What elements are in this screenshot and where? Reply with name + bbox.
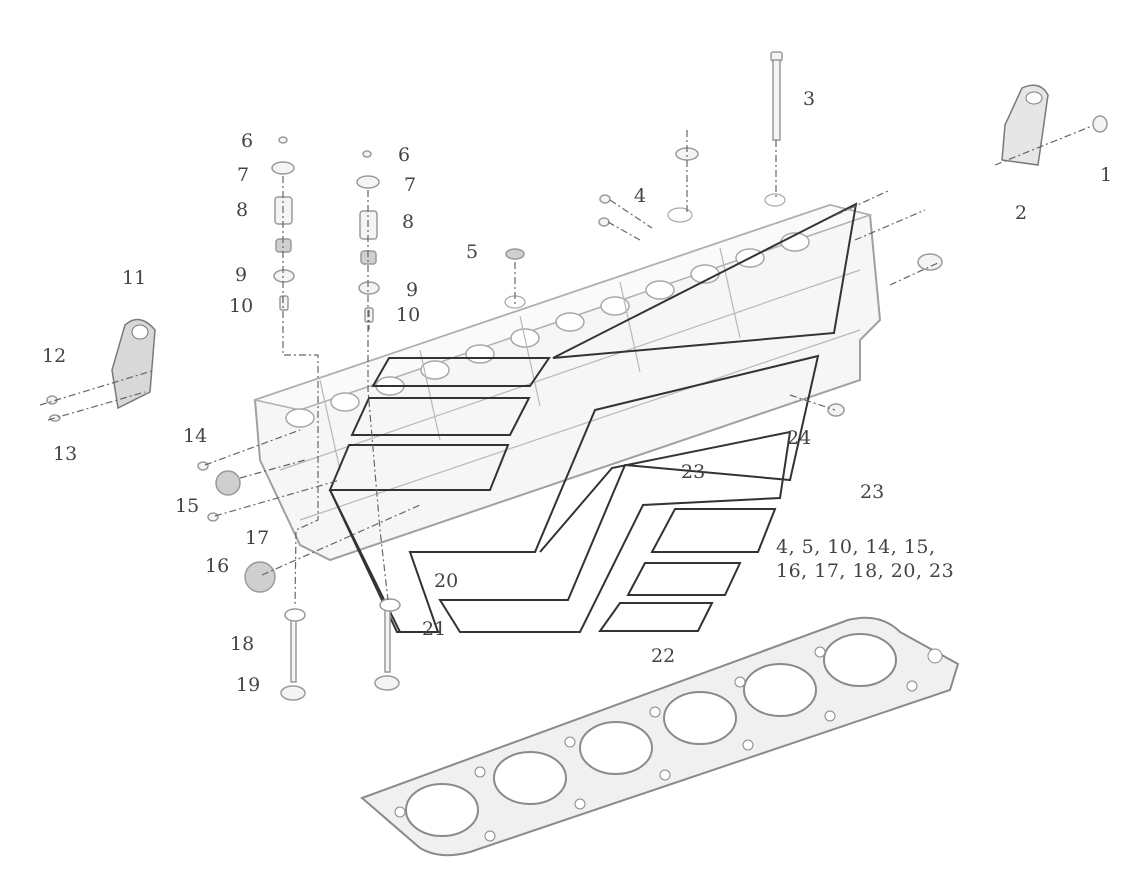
callout-17: 17	[245, 527, 270, 549]
callout-8-left: 8	[236, 199, 249, 221]
callout-8-right: 8	[402, 211, 415, 233]
callout-20: 20	[434, 570, 459, 592]
callout-22: 22	[651, 645, 676, 667]
cylinder-head	[252, 193, 882, 562]
callout-4: 4	[634, 185, 647, 207]
callout-5: 5	[466, 241, 479, 263]
callout-10-right: 10	[396, 304, 421, 326]
kit-outline-box-a	[371, 357, 551, 387]
kit-caption-line-2: 16, 17, 18, 20, 23	[776, 559, 955, 582]
kit-outline-22a	[650, 508, 777, 553]
cylinder-head-gasket	[360, 616, 960, 857]
lifting-eye-right	[1001, 84, 1049, 166]
kit-outline-21	[329, 489, 440, 633]
kit-outline-large	[552, 202, 858, 359]
kit-outline-22c	[598, 602, 714, 632]
kit-outline-22b	[626, 562, 742, 596]
callout-2: 2	[1015, 202, 1028, 224]
callout-15: 15	[175, 495, 200, 517]
callout-9-left: 9	[235, 264, 248, 286]
kit-caption-line-1: 4, 5, 10, 14, 15,	[776, 536, 936, 558]
callout-23-inner: 23	[681, 461, 706, 483]
callout-9-right: 9	[406, 279, 419, 301]
callout-16: 16	[205, 555, 230, 577]
callout-7-left: 7	[237, 164, 250, 186]
kit-outline-box-b	[350, 397, 531, 436]
callout-12: 12	[42, 345, 67, 367]
callout-11: 11	[122, 267, 147, 289]
callout-7-right: 7	[404, 174, 417, 196]
kit-outlines	[328, 202, 858, 633]
kit-contents-caption: 4, 5, 10, 14, 15, 16, 17, 18, 20, 23	[776, 536, 954, 584]
callout-13: 13	[53, 443, 78, 465]
kit-outline-box-c	[328, 444, 510, 491]
head-bolt	[770, 51, 783, 141]
callout-24: 24	[787, 427, 812, 449]
callout-10-left: 10	[229, 295, 254, 317]
callout-3: 3	[803, 88, 816, 110]
callout-23-outer: 23	[860, 481, 885, 503]
callout-19: 19	[236, 674, 261, 696]
callout-1: 1	[1100, 164, 1113, 186]
valves	[280, 598, 401, 701]
callout-21: 21	[422, 618, 447, 640]
callout-6-right: 6	[398, 144, 411, 166]
callout-6-left: 6	[241, 130, 254, 152]
kit-outline-20	[329, 354, 820, 633]
lifting-eye-left	[111, 318, 156, 410]
callout-18: 18	[230, 633, 255, 655]
callout-14: 14	[183, 425, 208, 447]
leader-lines	[39, 125, 1093, 608]
